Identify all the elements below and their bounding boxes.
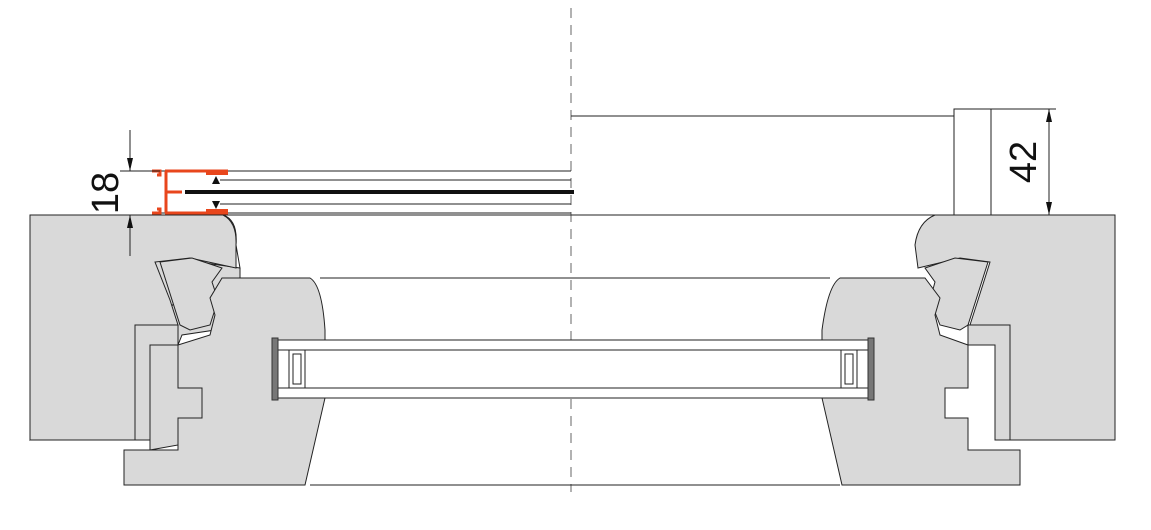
dim18-arrow-bottom <box>127 215 133 228</box>
right-sash-profile <box>821 277 1021 486</box>
dim18-label: 18 <box>85 172 127 214</box>
right-frame-step <box>967 324 1011 441</box>
dim42-arrow-bottom <box>1046 202 1052 215</box>
left-frame-step <box>134 324 179 441</box>
bottom-gasket-block <box>206 209 228 214</box>
top-gasket-icon <box>212 176 220 184</box>
bottom-gasket-icon <box>212 201 220 209</box>
dim42-arrow-top <box>1046 109 1052 122</box>
left-spacer-inner <box>292 353 302 385</box>
top-gasket-block <box>206 170 228 175</box>
right-spacer-inner <box>844 353 854 385</box>
dim42-label: 42 <box>1003 141 1045 183</box>
right-overlay-block <box>953 108 992 216</box>
left-gasket <box>271 337 279 401</box>
left-sash-profile <box>123 277 326 486</box>
orange-profile <box>152 169 228 215</box>
dim18-arrow-top <box>127 158 133 171</box>
glass-unit <box>277 339 869 399</box>
right-gasket <box>867 337 875 401</box>
